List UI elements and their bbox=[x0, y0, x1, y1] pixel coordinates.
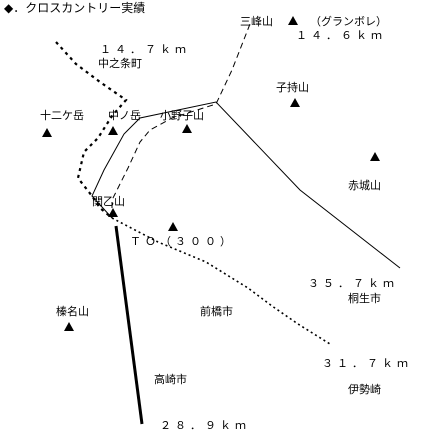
peak-kanjin-label: 関乙山 bbox=[92, 195, 125, 208]
route-nakanojo bbox=[55, 41, 128, 219]
peak-kanjin-icon bbox=[108, 208, 118, 217]
peak-mitsumine-icon bbox=[288, 16, 298, 25]
peak-jyuniga-icon bbox=[42, 128, 52, 137]
route-kiryu bbox=[91, 101, 401, 269]
peak-akagi-icon bbox=[370, 152, 380, 161]
takeoff-label: ＴＯ（３００） bbox=[130, 235, 235, 248]
route-mitsumine bbox=[111, 23, 251, 218]
peak-akagi-label: 赤城山 bbox=[348, 179, 381, 192]
map-title: ◆．クロスカントリー実績 bbox=[4, 1, 146, 15]
route-distance-nakanojo: １４．７ｋｍ bbox=[100, 43, 190, 56]
route-distance-kiryu: ３５．７ｋｍ bbox=[308, 277, 398, 290]
peak-jyuniga-label: 十二ケ岳 bbox=[40, 109, 84, 122]
place-kiryu: 桐生市 bbox=[348, 292, 381, 305]
peak-nakanotake-icon bbox=[108, 126, 118, 135]
peak-haruna-label: 榛名山 bbox=[56, 305, 89, 318]
route-isesaki bbox=[111, 217, 331, 345]
peak-komochi-label: 子持山 bbox=[276, 81, 309, 94]
takeoff-icon bbox=[168, 222, 178, 231]
place-mitsumine: 三峰山 bbox=[240, 15, 273, 28]
peak-haruna-icon bbox=[64, 322, 74, 331]
route-distance-mitsumine: １４．６ｋｍ bbox=[296, 29, 386, 42]
place-mitsumine-note: （グランボレ） bbox=[310, 15, 387, 28]
peak-onoko-icon bbox=[182, 124, 192, 133]
city-maebashi: 前橋市 bbox=[200, 305, 233, 318]
route-distance-isesaki: ３１．７ｋｍ bbox=[322, 357, 412, 370]
peak-onoko-label: 小野子山 bbox=[160, 109, 204, 122]
peak-komochi-icon bbox=[290, 98, 300, 107]
peak-nakanotake-label: 中ノ岳 bbox=[108, 109, 141, 122]
place-nakanojo: 中之条町 bbox=[98, 57, 142, 70]
place-isesaki: 伊勢崎 bbox=[348, 383, 381, 396]
route-south bbox=[114, 225, 144, 425]
route-distance-south: ２８．９ｋｍ bbox=[160, 419, 250, 432]
city-takasaki: 高崎市 bbox=[154, 373, 187, 386]
